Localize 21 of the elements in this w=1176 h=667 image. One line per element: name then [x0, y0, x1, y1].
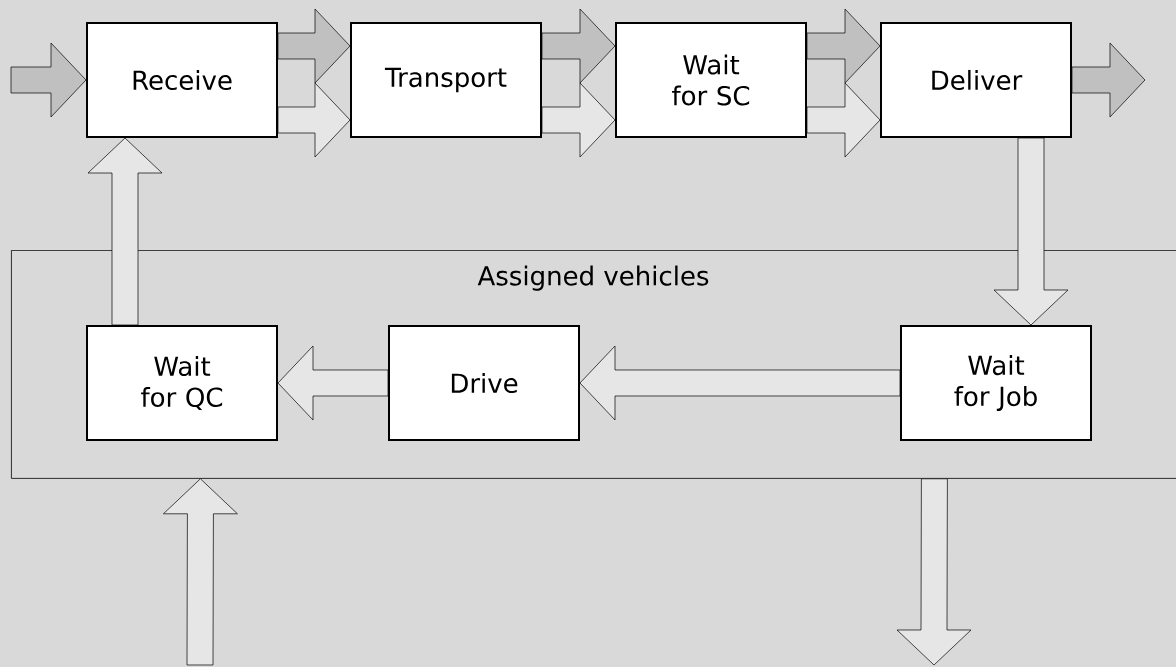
block-arrow: [806, 8, 881, 84]
process-box: Drive: [388, 325, 580, 441]
block-arrow: [579, 345, 901, 421]
block-arrow: [277, 8, 351, 84]
block-arrow: [541, 8, 616, 84]
block-arrow: [163, 478, 238, 666]
process-box: Receive: [86, 22, 278, 138]
block-arrow: [1071, 42, 1146, 118]
block-arrow: [896, 478, 972, 666]
process-box: Transport: [350, 22, 542, 138]
process-box: Wait for SC: [615, 22, 807, 138]
block-arrow: [993, 137, 1069, 326]
block-arrow: [87, 137, 163, 326]
process-box: Wait for QC: [86, 325, 278, 441]
block-arrow: [10, 42, 87, 118]
block-arrow: [541, 82, 616, 158]
process-box: Deliver: [880, 22, 1072, 138]
block-arrow: [277, 82, 351, 158]
block-arrow: [277, 345, 389, 421]
block-arrow: [806, 82, 881, 158]
process-box: Wait for Job: [900, 325, 1092, 441]
